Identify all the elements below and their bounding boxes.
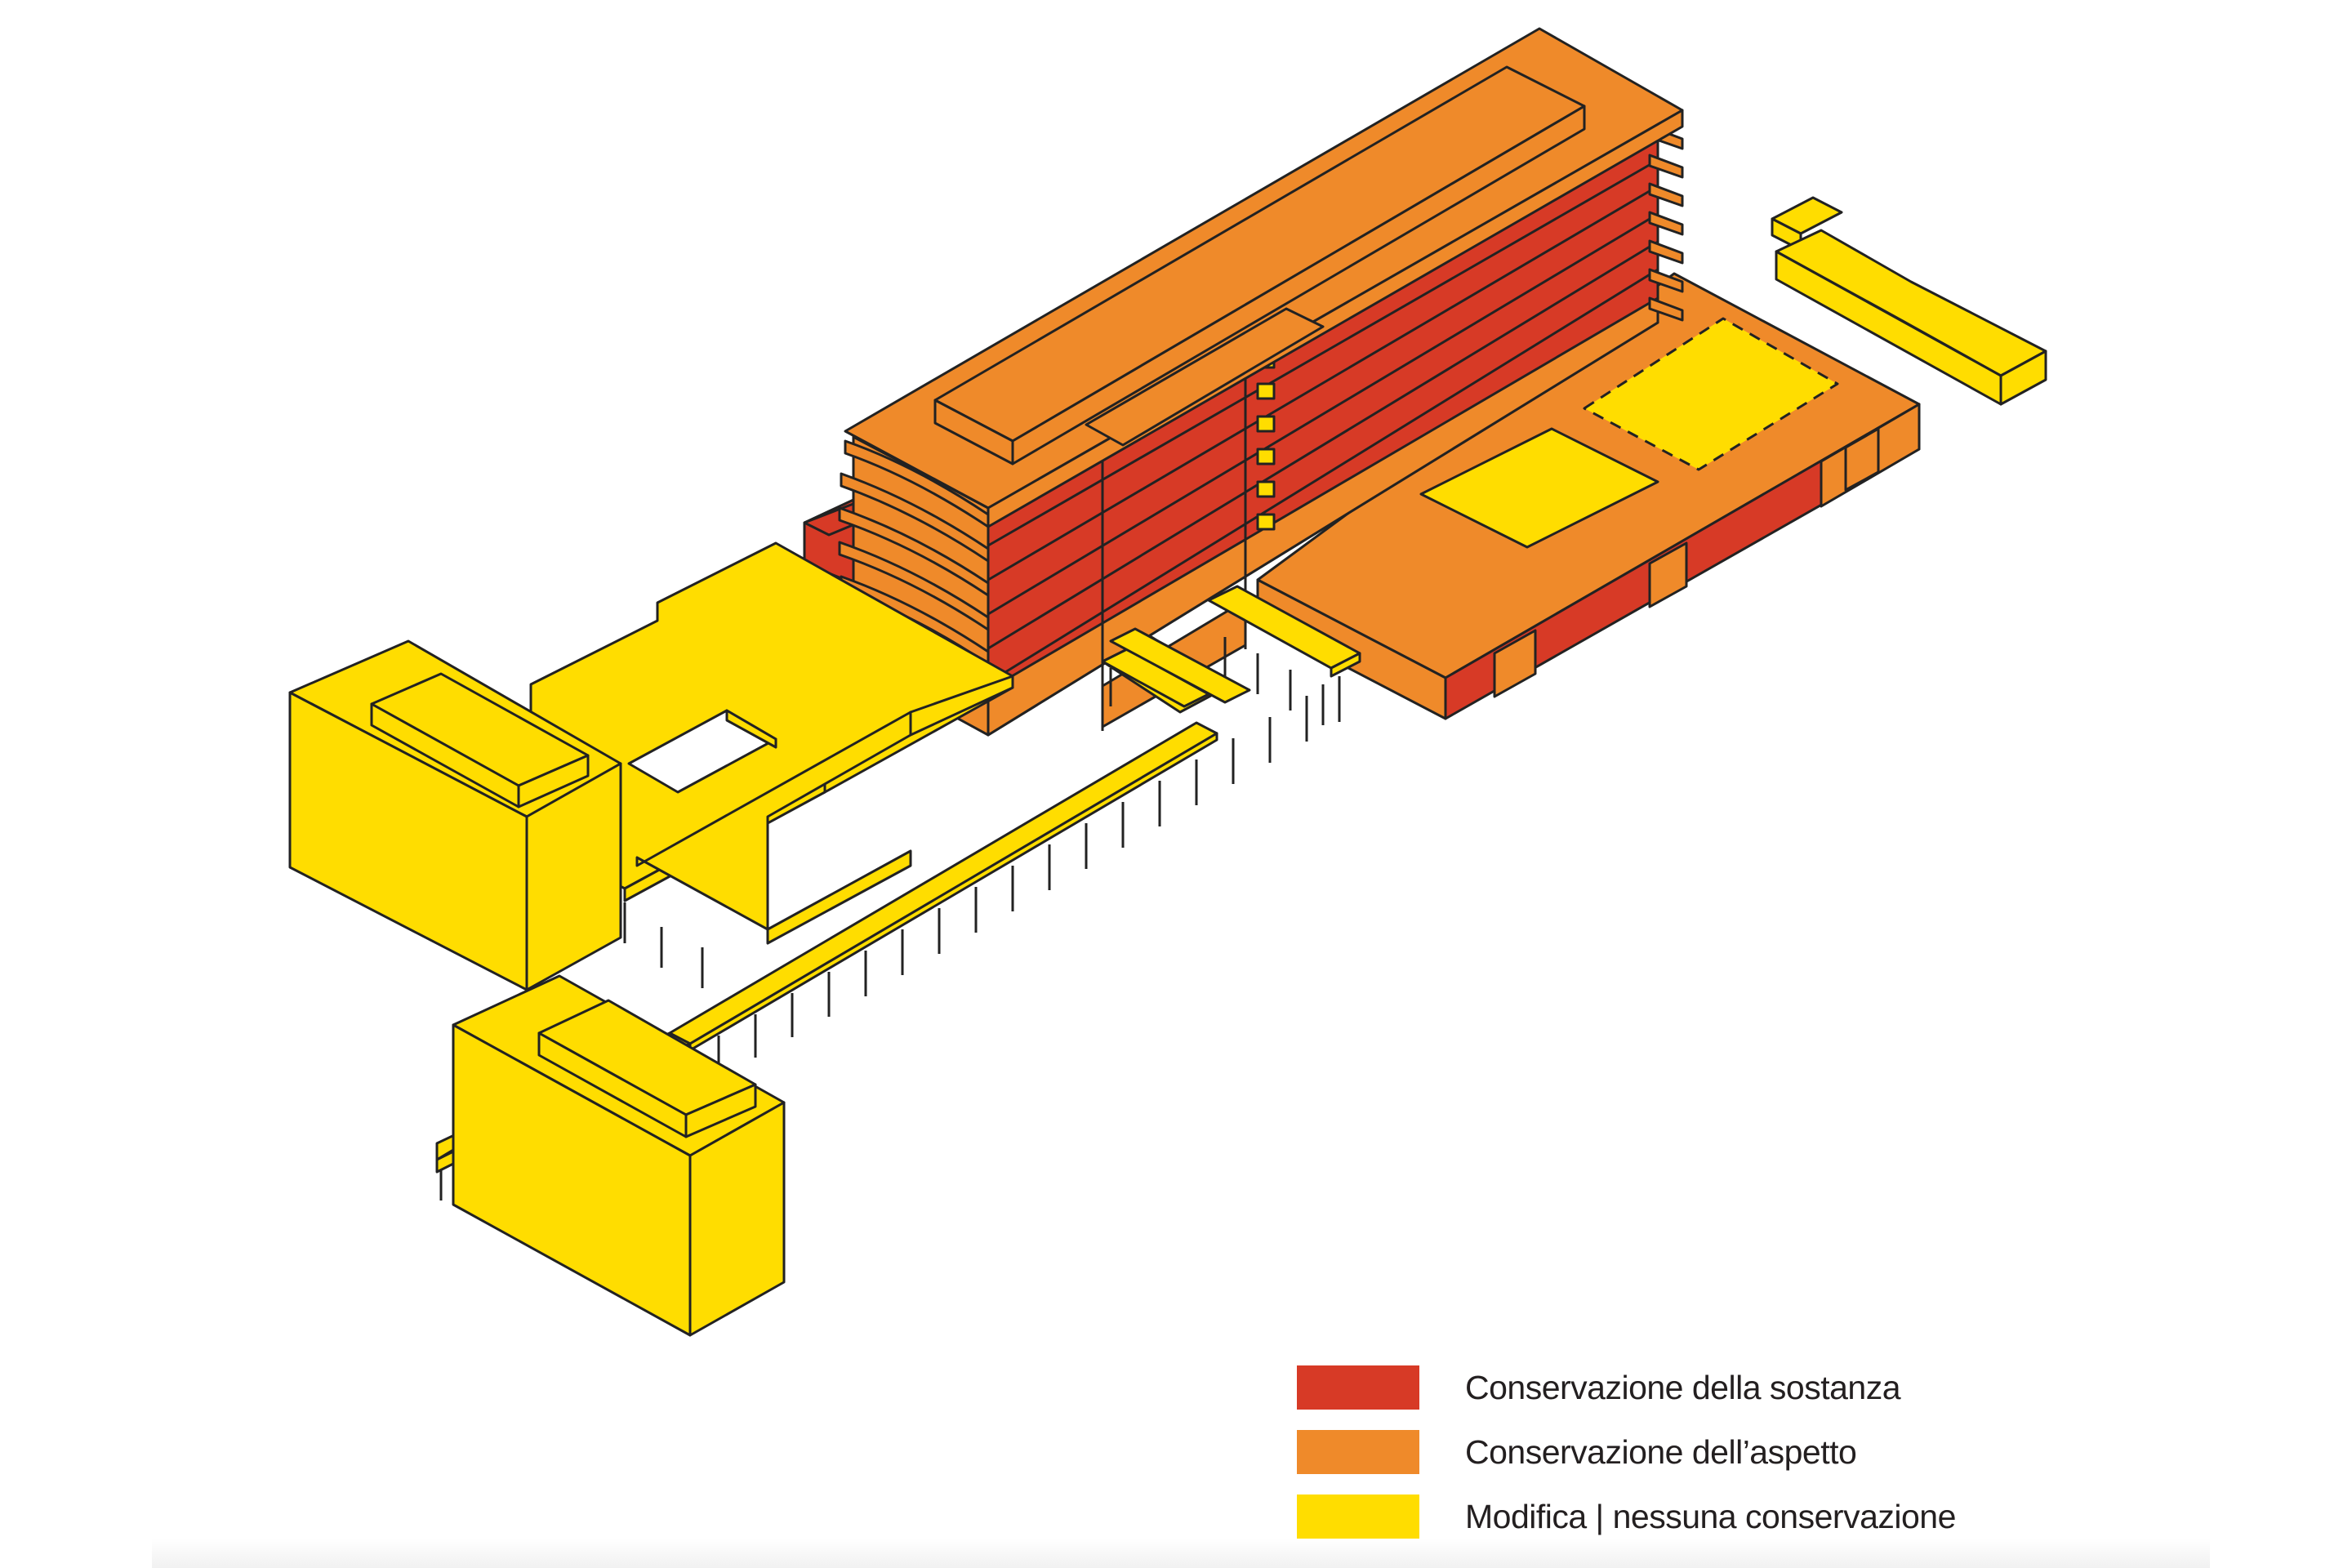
- wing-door-2: [1648, 541, 1688, 608]
- bottom-fade-band: [152, 1539, 2210, 1568]
- yellow-block-2: [435, 974, 786, 1337]
- yellow-bar-right: [1771, 196, 2047, 406]
- courtyard-2: [1583, 317, 1839, 471]
- courtyard-1: [1419, 427, 1659, 549]
- yellow-block-1: [288, 639, 622, 991]
- legend-label-modify: Modifica | nessuna conservazione: [1465, 1497, 1956, 1535]
- legend-item-aspect: Conservazione dell’aspetto: [1297, 1430, 2114, 1474]
- legend-label-substance: Conservazione della sostanza: [1465, 1368, 1901, 1406]
- legend-swatch-aspect: [1297, 1430, 1419, 1474]
- wing-door-1: [1493, 629, 1537, 698]
- legend-item-substance: Conservazione della sostanza: [1297, 1365, 2114, 1410]
- yellow-mid-block: [529, 541, 1014, 945]
- legend-item-modify: Modifica | nessuna conservazione: [1297, 1494, 2114, 1539]
- legend-label-aspect: Conservazione dell’aspetto: [1465, 1432, 1857, 1471]
- wing-door-3: [1844, 427, 1880, 492]
- legend-swatch-substance: [1297, 1365, 1419, 1410]
- slab-building: [838, 27, 1684, 737]
- legend-swatch-modify: [1297, 1494, 1419, 1539]
